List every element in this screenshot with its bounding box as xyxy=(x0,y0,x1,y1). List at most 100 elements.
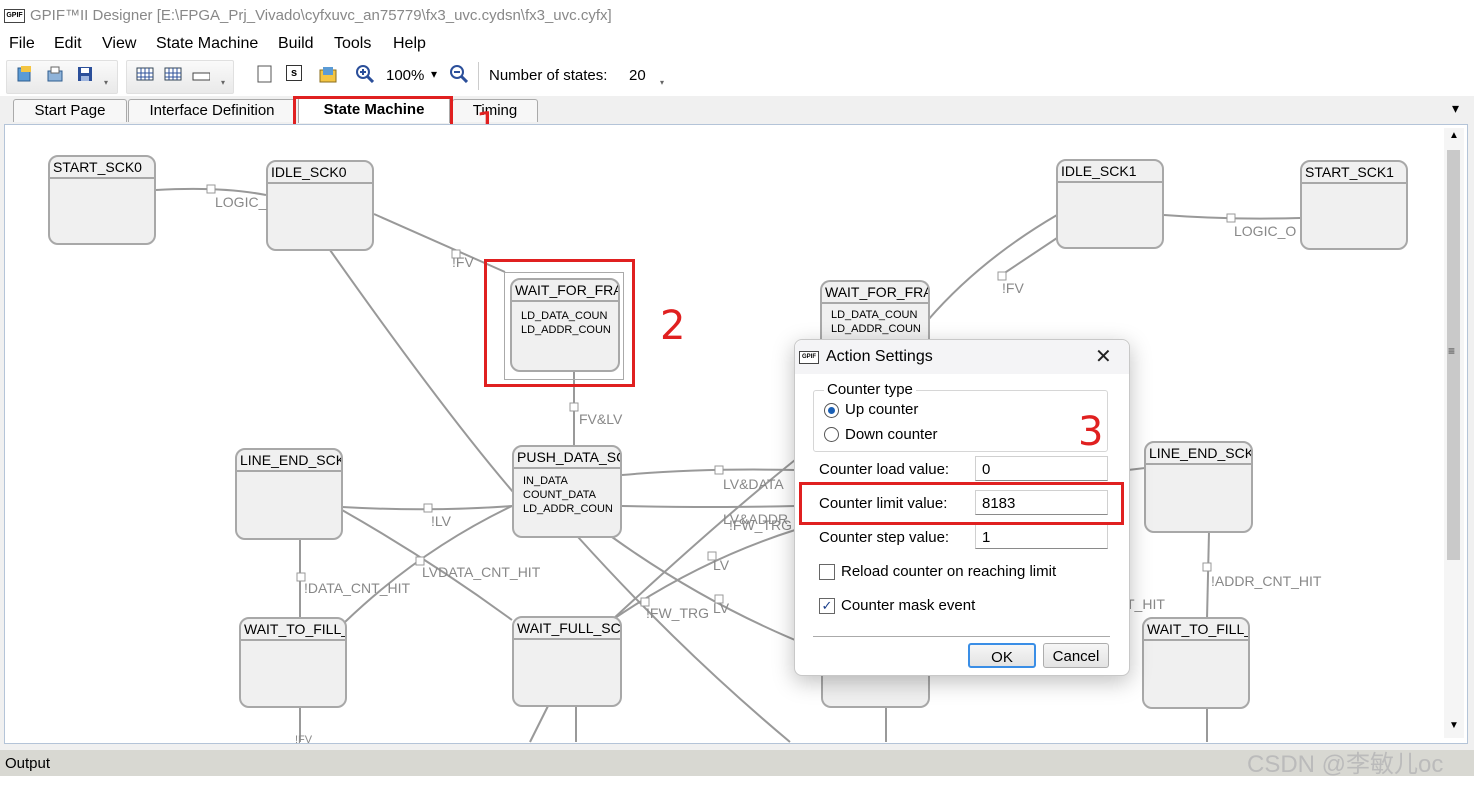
scrollbar-thumb[interactable] xyxy=(1447,150,1460,560)
transition-label: LV xyxy=(713,557,730,573)
output-label[interactable]: Output xyxy=(5,755,51,772)
counter-load-input[interactable]: 0 xyxy=(975,456,1108,481)
state-start-sck1[interactable]: START_SCK1 xyxy=(1300,160,1408,250)
transition-handle[interactable] xyxy=(423,503,433,513)
tab-start-page[interactable]: Start Page xyxy=(13,99,127,122)
zoom-level[interactable]: 100% xyxy=(386,67,425,84)
state-wait-to-fill-0[interactable]: WAIT_TO_FILL_ xyxy=(239,617,347,708)
counter-mask-label[interactable]: Counter mask event xyxy=(841,597,976,614)
down-counter-label[interactable]: Down counter xyxy=(845,426,938,443)
menu-view[interactable]: View xyxy=(102,35,137,52)
title-bar: GPIF GPIF™II Designer [E:\FPGA_Prj_Vivad… xyxy=(0,0,1474,32)
counter-mask-checkbox[interactable]: ✓ xyxy=(819,598,835,614)
state-idle-sck0[interactable]: IDLE_SCK0 xyxy=(266,160,374,251)
toolbar-divider xyxy=(478,62,479,90)
transition-label: LVDATA_CNT_HIT xyxy=(422,564,541,580)
counter-limit-input[interactable]: 8183 xyxy=(975,490,1108,515)
transition-handle[interactable] xyxy=(714,465,724,475)
app-logo-icon: GPIF xyxy=(799,351,819,364)
state-name: START_SCK1 xyxy=(1302,162,1406,184)
up-counter-radio[interactable] xyxy=(824,403,839,418)
transition-idle1-wait1 xyxy=(927,214,1058,321)
zoom-dropdown-icon[interactable]: ▾ xyxy=(431,67,438,81)
properties-icon[interactable] xyxy=(318,65,340,83)
transition-handle[interactable] xyxy=(206,184,216,194)
transition-handle[interactable] xyxy=(415,556,425,566)
tab-timing[interactable]: Timing xyxy=(452,99,538,122)
transition-handle[interactable] xyxy=(707,551,717,561)
dialog-title: Action Settings xyxy=(826,348,933,365)
zoom-in-icon[interactable] xyxy=(356,65,374,83)
menu-tools[interactable]: Tools xyxy=(334,35,372,52)
transition-handle[interactable] xyxy=(1202,562,1212,572)
reload-counter-label[interactable]: Reload counter on reaching limit xyxy=(841,563,1057,580)
state-wait-to-fill-1[interactable]: WAIT_TO_FILL_ xyxy=(1142,617,1250,709)
annotation-3: 3 xyxy=(1078,409,1104,455)
reload-counter-checkbox[interactable] xyxy=(819,564,835,580)
toolbar-overflow-icon[interactable]: ▾ xyxy=(104,78,109,87)
state-start-sck0[interactable]: START_SCK0 xyxy=(48,155,156,245)
script-icon[interactable]: s xyxy=(286,65,302,81)
menu-build[interactable]: Build xyxy=(278,35,314,52)
transition-handle[interactable] xyxy=(451,249,461,259)
menu-file[interactable]: File xyxy=(9,35,35,52)
num-states-label: Number of states: xyxy=(489,67,608,84)
state-wait-for-fra-0[interactable]: WAIT_FOR_FRA LD_DATA_COUN LD_ADDR_COUN xyxy=(510,278,620,372)
scroll-down-icon[interactable]: ▼ xyxy=(1449,720,1459,731)
rectangle-icon[interactable] xyxy=(192,65,210,83)
menu-help[interactable]: Help xyxy=(393,35,426,52)
transition-idle0-wait0 xyxy=(373,213,506,273)
transition-handle[interactable] xyxy=(714,594,724,604)
new-project-icon[interactable] xyxy=(16,65,34,83)
transition-idle0-push xyxy=(329,249,521,501)
up-counter-label[interactable]: Up counter xyxy=(845,401,919,418)
state-action: COUNT_DATA xyxy=(523,489,596,501)
close-icon[interactable]: ✕ xyxy=(1095,346,1112,368)
transition-handle[interactable] xyxy=(569,402,579,412)
state-wait-full-sck[interactable]: WAIT_FULL_SCI xyxy=(512,616,622,707)
state-idle-sck1[interactable]: IDLE_SCK1 xyxy=(1056,159,1164,249)
tab-interface-definition[interactable]: Interface Definition xyxy=(128,99,296,122)
ok-button[interactable]: OK xyxy=(968,643,1036,668)
save-icon[interactable] xyxy=(76,65,94,83)
menu-edit[interactable]: Edit xyxy=(54,35,82,52)
blank-page-icon[interactable] xyxy=(256,65,274,83)
tab-state-machine[interactable]: State Machine xyxy=(298,97,450,123)
document-tabs: Start Page Interface Definition State Ma… xyxy=(0,96,1474,124)
transition-waitfull-right xyxy=(611,529,796,621)
state-hidden-center[interactable] xyxy=(821,670,930,708)
transition-handle[interactable] xyxy=(997,271,1007,281)
transition-handle[interactable] xyxy=(1226,213,1236,223)
toolbar-overflow-icon-3[interactable]: ▾ xyxy=(660,78,665,87)
grid-alt-icon[interactable] xyxy=(164,65,182,83)
state-line-end-sck0[interactable]: LINE_END_SCK( xyxy=(235,448,343,540)
transition-push-down-right xyxy=(611,536,796,641)
state-name: WAIT_TO_FILL_ xyxy=(241,619,345,641)
state-push-data[interactable]: PUSH_DATA_SC IN_DATA COUNT_DATA LD_ADDR_… xyxy=(512,445,622,538)
cancel-button[interactable]: Cancel xyxy=(1043,643,1109,668)
transition-label: !FW_TRG xyxy=(729,517,792,533)
state-line-end-sck1[interactable]: LINE_END_SCK xyxy=(1144,441,1253,533)
num-states-value: 20 xyxy=(629,67,646,84)
scroll-up-icon[interactable]: ▲ xyxy=(1449,130,1459,141)
canvas-vertical-scrollbar[interactable]: ▲ ≡ ▼ xyxy=(1444,128,1464,738)
state-name: LINE_END_SCK( xyxy=(237,450,341,472)
state-wait-for-fra-1[interactable]: WAIT_FOR_FRA LD_DATA_COUN LD_ADDR_COUN xyxy=(820,280,930,340)
transition-handle[interactable] xyxy=(640,597,650,607)
state-action: LD_DATA_COUN xyxy=(831,309,918,321)
transition-label: !LV xyxy=(431,513,451,529)
counter-step-input[interactable]: 1 xyxy=(975,524,1108,549)
state-name: LINE_END_SCK xyxy=(1146,443,1251,465)
transition-handle[interactable] xyxy=(296,572,306,582)
toolbar-overflow-icon-2[interactable]: ▾ xyxy=(221,78,226,87)
grid-icon[interactable] xyxy=(136,65,154,83)
menu-state-machine[interactable]: State Machine xyxy=(156,35,259,52)
open-project-icon[interactable] xyxy=(46,65,64,83)
zoom-out-icon[interactable] xyxy=(450,65,468,83)
transition-push-right2 xyxy=(621,505,796,508)
state-name: WAIT_FOR_FRA xyxy=(822,282,928,304)
dialog-title-bar: GPIF Action Settings ✕ xyxy=(795,340,1129,374)
state-name: IDLE_SCK1 xyxy=(1058,161,1162,183)
tabs-menu-icon[interactable]: ▾ xyxy=(1452,100,1460,116)
down-counter-radio[interactable] xyxy=(824,427,839,442)
